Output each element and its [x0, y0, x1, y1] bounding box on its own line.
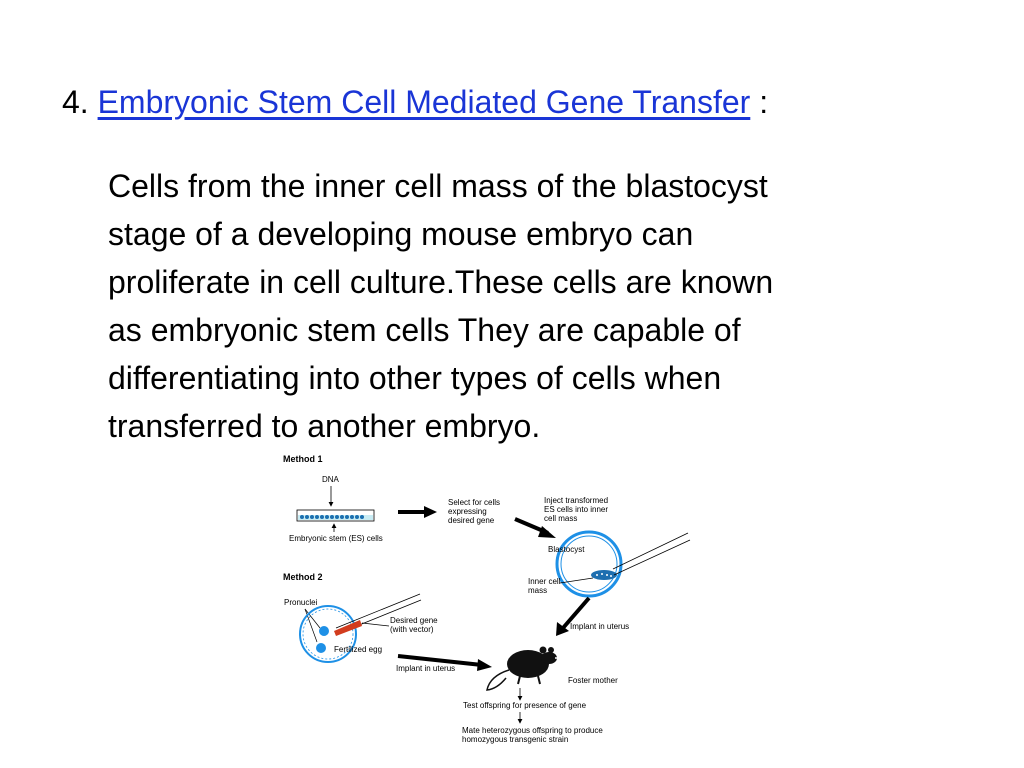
body-line: proliferate in cell culture.These cells …	[108, 264, 774, 300]
pronuclei-pointer-2	[304, 608, 318, 643]
pronuclei-pointer-1	[304, 608, 321, 629]
blastocyst	[555, 530, 623, 598]
es-cells-dots	[300, 515, 364, 519]
fertilized-egg-label: Fertilized egg	[334, 645, 382, 654]
body-line: as embryonic stem cells They are capable…	[108, 312, 741, 348]
mate-label: Mate heterozygous offspring to produce h…	[462, 726, 605, 744]
inner-cell-mass-pointer	[559, 577, 594, 584]
es-cells-label: Embryonic stem (ES) cells	[289, 534, 383, 543]
foster-mother-label: Foster mother	[568, 676, 618, 685]
body-line: stage of a developing mouse embryo can	[108, 216, 694, 252]
pronucleus-1	[319, 626, 329, 636]
pronuclei-label: Pronuclei	[284, 598, 318, 607]
implant-arrow-2	[397, 654, 483, 667]
desired-gene-label: Desired gene (with vector)	[390, 616, 440, 634]
select-label: Select for cells expressing desired gene	[448, 498, 502, 525]
desired-gene-pointer	[361, 622, 390, 627]
slide-heading: 4. Embryonic Stem Cell Mediated Gene Tra…	[62, 82, 768, 122]
implant-label-1: Implant in uterus	[570, 622, 629, 631]
inner-cell-mass-label: Inner cell mass	[528, 577, 563, 595]
heading-number: 4.	[62, 84, 89, 120]
inject-label: Inject transformed ES cells into inner c…	[544, 496, 610, 523]
microinjection-needle	[334, 593, 422, 636]
blastocyst-label: Blastocyst	[548, 545, 585, 554]
body-line: differentiating into other types of cell…	[108, 360, 722, 396]
heading-link[interactable]: Embryonic Stem Cell Mediated Gene Transf…	[97, 84, 751, 120]
fertilized-egg	[299, 605, 357, 663]
method2-title: Method 2	[283, 572, 323, 582]
injection-needle	[612, 532, 691, 576]
culture-dish	[296, 509, 375, 522]
heading-suffix: :	[750, 84, 769, 120]
foster-mother-mouse	[486, 646, 557, 691]
body-line: Cells from the inner cell mass of the bl…	[108, 168, 768, 204]
body-paragraph: Cells from the inner cell mass of the bl…	[108, 162, 898, 450]
method1-title: Method 1	[283, 454, 323, 464]
implant-label-2: Implant in uterus	[396, 664, 455, 673]
implant-arrow-1	[561, 596, 591, 630]
dna-label: DNA	[322, 475, 340, 484]
pronucleus-2	[316, 643, 326, 653]
test-offspring-label: Test offspring for presence of gene	[463, 701, 587, 710]
body-line: transferred to another embryo.	[108, 408, 541, 444]
